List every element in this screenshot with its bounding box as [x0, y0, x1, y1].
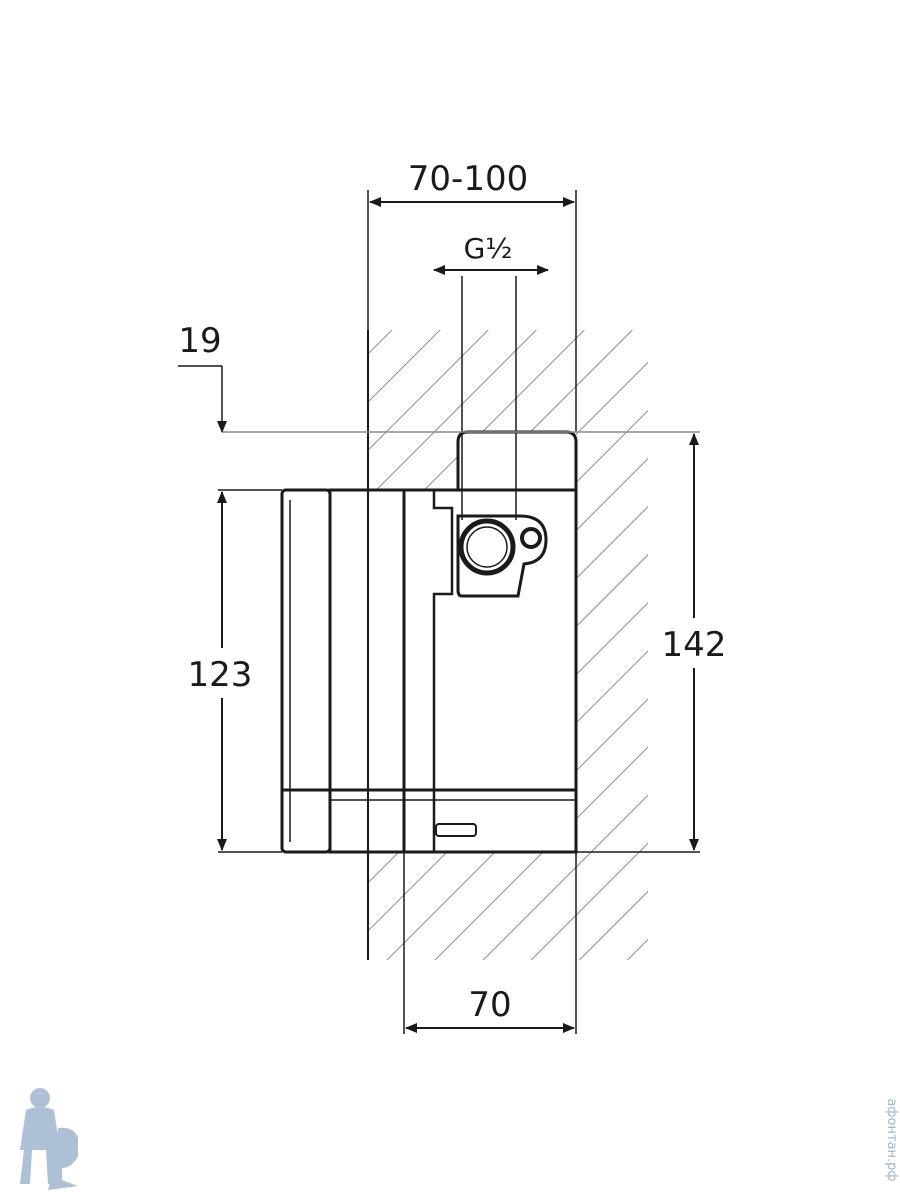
thread-connector: [458, 518, 542, 576]
dim-label-height-body: 123: [188, 655, 253, 695]
dim-label-height-total: 142: [662, 625, 727, 665]
watermark-text: афонтан.рф: [884, 1098, 899, 1181]
extension-lines: [178, 190, 700, 1034]
dim-label-offset: 19: [178, 321, 221, 361]
plumber-mascot-icon: [20, 1088, 78, 1190]
dim-label-thread: G½: [464, 232, 513, 265]
installation-box: [280, 430, 578, 854]
dim-label-depth: 70: [468, 985, 511, 1025]
thread-extension-lines: [461, 276, 517, 520]
dim-label-width-range: 70-100: [408, 159, 528, 199]
wall-section: [284, 330, 648, 960]
